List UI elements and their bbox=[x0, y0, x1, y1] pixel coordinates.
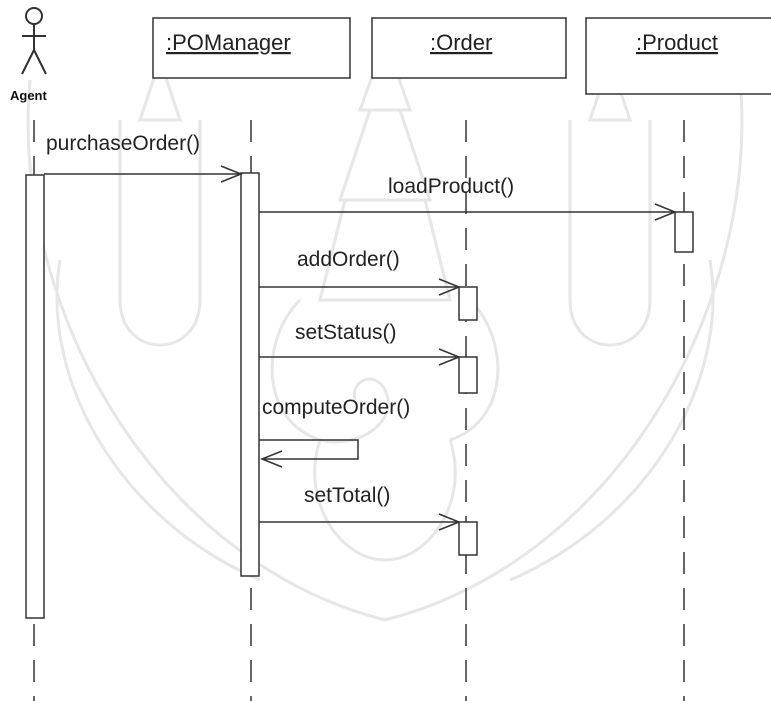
arrowhead-purchase-order bbox=[220, 165, 244, 183]
arrowhead-load-product bbox=[654, 203, 678, 221]
object-label-product: :Product bbox=[636, 30, 718, 55]
arrowhead-set-total bbox=[438, 513, 462, 531]
object-box-product bbox=[585, 17, 771, 95]
activation-order-status bbox=[458, 356, 478, 394]
message-label-set-total: setTotal() bbox=[304, 484, 390, 507]
object-box-pomanager bbox=[152, 17, 351, 79]
message-label-set-status: setStatus() bbox=[295, 321, 397, 344]
message-label-load-product: loadProduct() bbox=[388, 175, 514, 198]
activation-agent bbox=[25, 174, 45, 619]
actor-right-leg bbox=[33, 49, 47, 75]
actor-head bbox=[25, 7, 43, 25]
arrowhead-set-status bbox=[438, 348, 462, 366]
message-label-compute-order: computeOrder() bbox=[262, 396, 410, 419]
message-label-add-order: addOrder() bbox=[297, 248, 400, 271]
watermark-emblem bbox=[26, 35, 744, 622]
object-label-pomanager: :POManager bbox=[166, 30, 291, 55]
activation-product bbox=[674, 211, 694, 253]
activation-order-add bbox=[458, 286, 478, 321]
message-arrow-compute-order bbox=[259, 439, 359, 460]
actor-label: Agent bbox=[10, 88, 48, 103]
message-label-purchase-order: purchaseOrder() bbox=[46, 132, 200, 155]
arrowhead-add-order bbox=[438, 278, 462, 296]
actor-left-leg bbox=[21, 49, 35, 75]
object-box-order bbox=[371, 17, 567, 79]
actor-agent bbox=[21, 7, 47, 75]
activation-pomanager bbox=[240, 172, 260, 577]
object-label-order: :Order bbox=[430, 30, 492, 55]
arrowhead-compute-order bbox=[259, 450, 283, 468]
activation-order-total bbox=[458, 521, 478, 556]
